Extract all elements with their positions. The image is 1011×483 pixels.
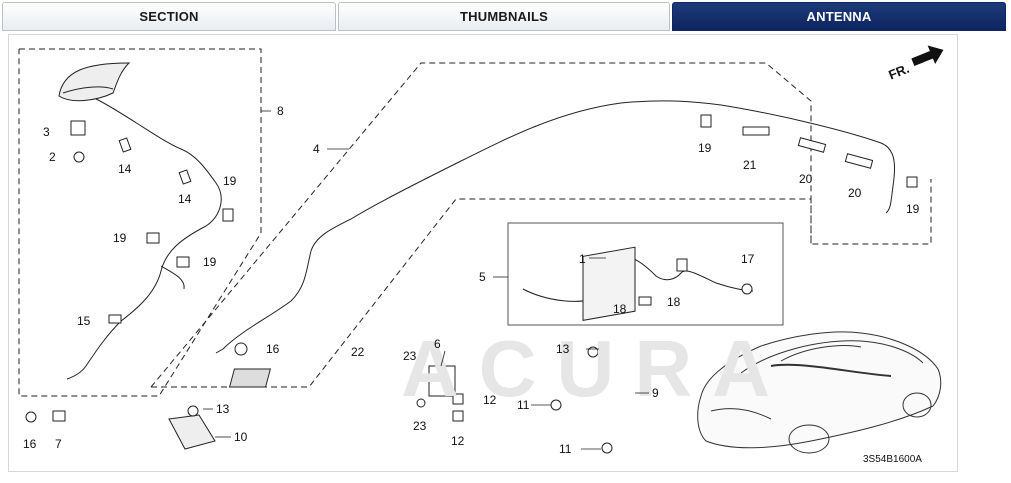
callout-14a: 14 [118,162,132,176]
callout-12a: 12 [483,393,497,407]
leader-lines [203,110,649,450]
callout-8: 8 [277,104,284,118]
bolt-part-2 [73,151,85,163]
callout-13b: 13 [216,402,230,416]
bracket-part-20a [797,137,827,153]
callout-1: 1 [579,252,586,266]
callout-21: 21 [743,158,757,172]
bracket-part-20b [844,153,874,169]
clip-part-19b [146,232,160,244]
callout-11b: 11 [559,442,572,456]
cable-4 [222,100,895,350]
callout-19d: 19 [698,141,712,155]
callout-20b: 20 [848,186,862,200]
callout-19b: 19 [113,231,127,245]
clip-part-19d [700,114,712,128]
pad-part-22 [228,368,272,388]
callout-22: 22 [351,345,365,359]
callout-3: 3 [43,125,50,139]
callout-12b: 12 [451,434,465,448]
callout-2: 2 [49,150,56,164]
group-outline-8 [18,48,262,397]
callout-18a: 18 [613,302,627,316]
callout-23b: 23 [413,419,427,433]
group-outline-5 [507,222,784,326]
bolt-part-11b [601,442,613,454]
shark-fin-antenna [58,62,131,102]
group-outline-4 [150,62,932,388]
callout-11a: 11 [517,398,530,412]
nut-part-13a [587,346,599,358]
callout-14b: 14 [178,192,192,206]
diagram-panel: ACURA FR. 8 3 2 14 14 19 19 19 15 4 16 1… [8,34,958,472]
clip-part-19e [906,176,918,188]
callout-9: 9 [652,386,659,400]
callout-20a: 20 [799,172,813,186]
vehicle-illustration [697,331,942,454]
clip-part-15 [108,314,122,324]
bracket-part-6 [428,365,456,397]
front-direction-indicator: FR. [886,45,944,83]
amplifier-unit-9 [582,246,636,321]
diagram-code: 3S54B1600A [863,454,922,465]
watermark: ACURA [401,324,790,413]
clip-part-14a [118,137,132,153]
callout-18b: 18 [667,295,681,309]
clip-part-18b [638,296,652,306]
tab-antenna[interactable]: ANTENNA [672,2,1006,31]
callout-6: 6 [434,337,441,351]
nut-part-13b [187,405,199,417]
direction-label: FR. [886,61,911,83]
clip-part-14b [178,169,192,185]
cable-8 [66,98,222,380]
bolt-part-23b [416,398,426,408]
callout-16a: 16 [266,342,280,356]
nut-part-16a [234,342,248,356]
callout-5: 5 [479,270,486,284]
cable-5 [522,255,754,302]
bolt-part-23a [409,377,419,387]
tab-bar: SECTION THUMBNAILS ANTENNA [0,0,1011,33]
tab-thumbnails[interactable]: THUMBNAILS [338,2,670,31]
clip-part-12b [452,410,464,422]
callout-7: 7 [55,437,62,451]
callout-19c: 19 [203,255,217,269]
clip-part-12a [452,393,464,405]
callout-4: 4 [313,142,320,156]
clip-part-3 [70,120,86,136]
antenna-parts-diagram: ACURA FR. 8 3 2 14 14 19 19 19 15 4 16 1… [18,45,944,465]
nut-part-16b [25,411,37,423]
clip-part-19c [176,256,190,268]
callout-13a: 13 [556,342,570,356]
clip-part-19a [222,208,234,222]
clip-part-7 [52,410,66,422]
tab-section[interactable]: SECTION [2,2,336,31]
callout-15: 15 [77,314,91,328]
bracket-part-21 [742,126,770,136]
callout-17: 17 [741,252,755,266]
callout-16b: 16 [23,437,37,451]
callout-23a: 23 [403,349,417,363]
nut-part-17 [741,283,753,295]
bracket-part-10 [168,414,216,450]
callout-19e: 19 [906,202,920,216]
clip-part-19f [676,258,688,272]
callout-19a: 19 [223,174,237,188]
callout-10: 10 [234,430,248,444]
